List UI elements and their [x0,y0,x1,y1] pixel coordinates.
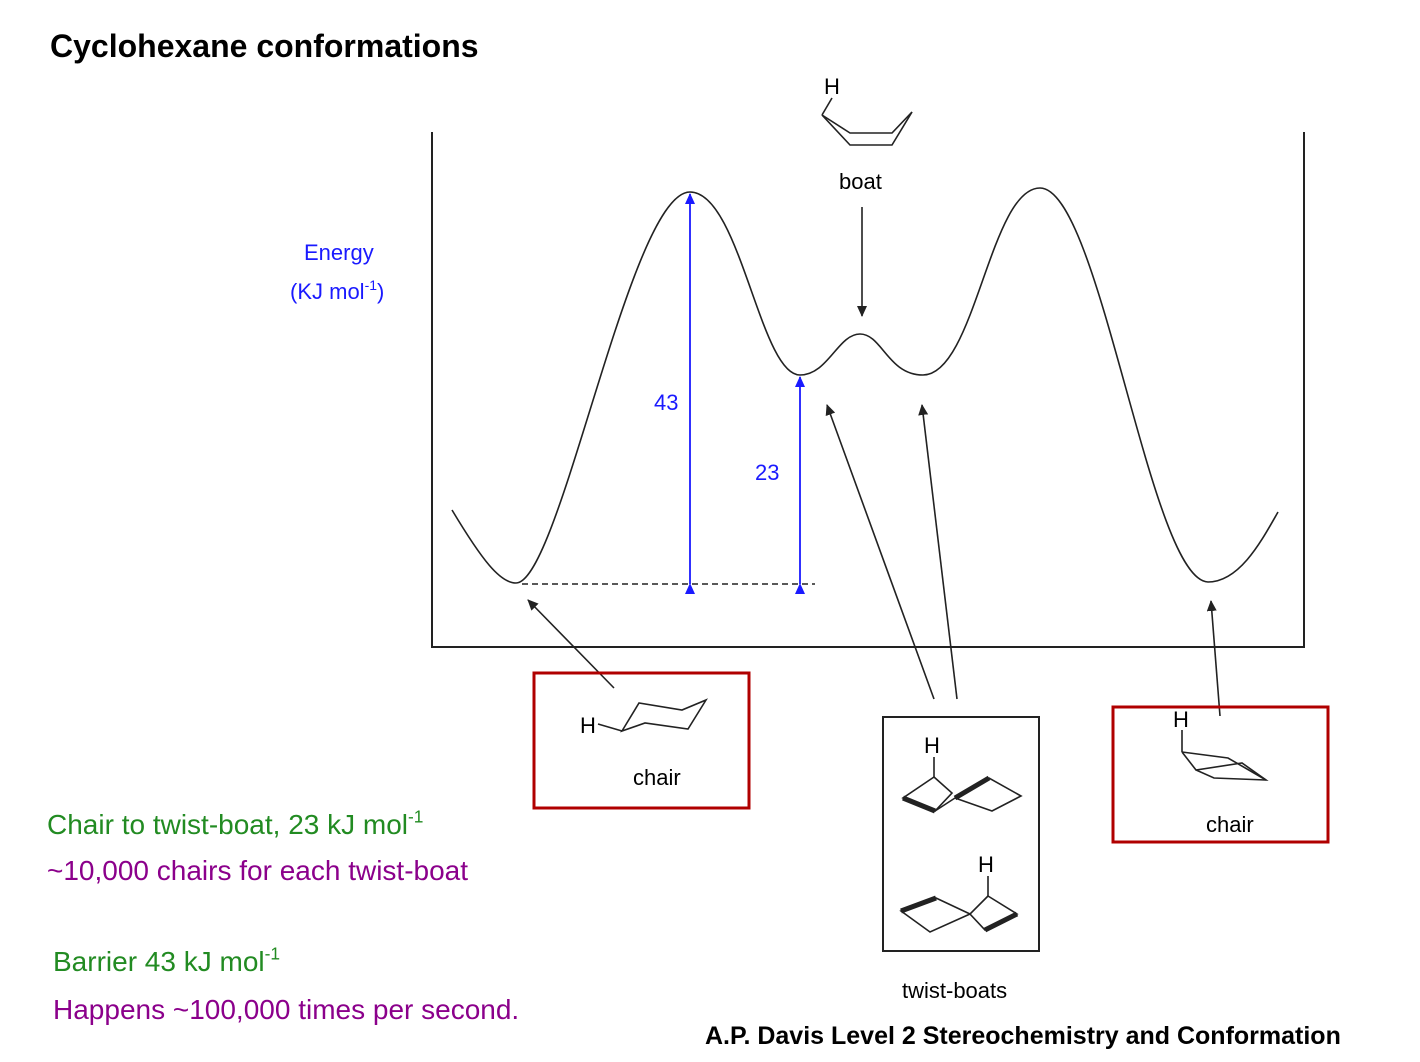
chair-right-atom-h: H [1173,707,1189,732]
note-chairs-per-twist-boat: ~10,000 chairs for each twist-boat [47,855,469,886]
chair-left-pointer-arrow [527,599,615,689]
boat-atom-h: H [824,74,840,99]
twist-boats-label: twist-boats [902,978,1007,1003]
chair-right-structure [1181,730,1269,781]
twist-boat-top-structure [901,757,1023,814]
energy-curve [451,187,1279,584]
twist-boats-box [882,716,1040,952]
chair-right-pointer-arrow [1206,600,1221,717]
twist-23-label: 23 [755,460,779,485]
barrier-43-label: 43 [654,390,678,415]
chair-right-box [1111,705,1330,844]
page-title: Cyclohexane conformations [50,28,479,64]
note-barrier: Barrier 43 kJ mol-1 [53,943,281,977]
credit-line: A.P. Davis Level 2 Stereochemistry and C… [705,1022,1341,1050]
boat-label: boat [839,169,882,194]
diagram-frame [431,132,1305,648]
twist-boat-bottom-structure [899,876,1019,933]
chair-left-box [532,671,751,810]
chair-left-structure [597,698,708,733]
boat-structure [821,97,913,146]
twist-boat-top-atom-h: H [924,733,940,758]
twist-boat-pointer-arrow-2 [918,404,958,700]
chair-right-label: chair [1206,812,1254,837]
twist-boat-pointer-arrow-1 [825,404,935,700]
note-chair-to-twist-boat: Chair to twist-boat, 23 kJ mol-1 [47,806,424,840]
chair-left-label: chair [633,765,681,790]
chair-left-atom-h: H [580,713,596,738]
energy-axis-label: Energy [304,240,374,265]
twist-boat-bottom-atom-h: H [978,852,994,877]
energy-unit-label: (KJ mol-1) [290,277,384,304]
note-frequency: Happens ~100,000 times per second. [53,994,520,1025]
